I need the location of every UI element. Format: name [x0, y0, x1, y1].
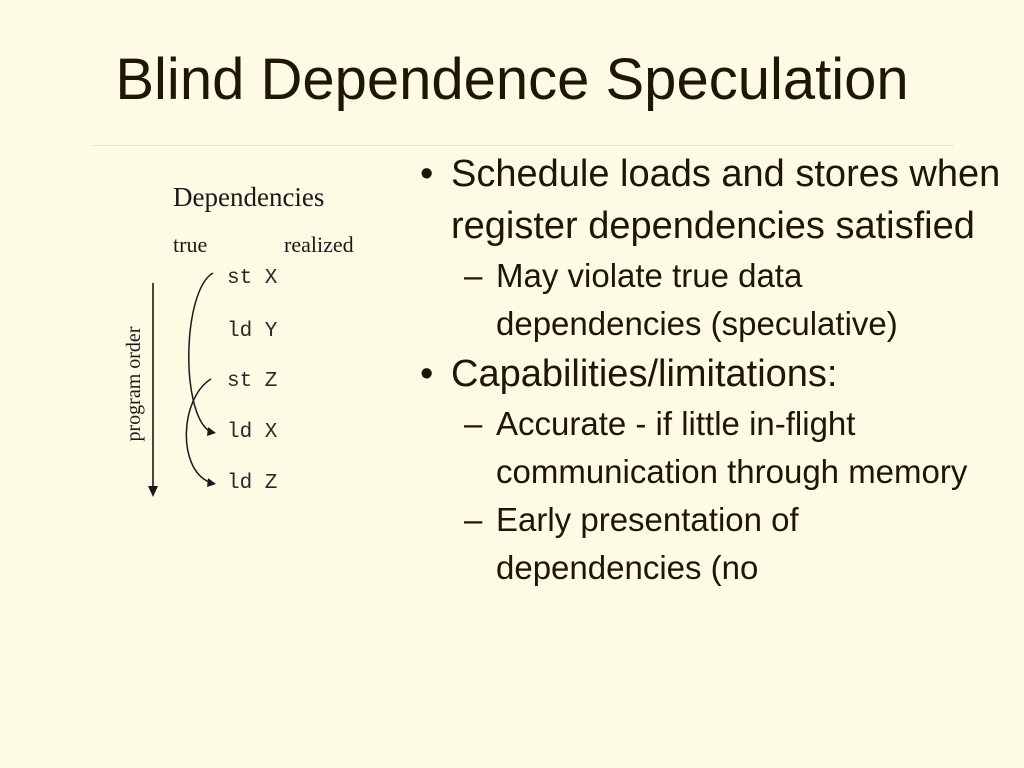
dash-icon: –	[464, 405, 483, 442]
diagram-heading: Dependencies	[173, 182, 325, 212]
bullet-schedule-loads: • Schedule loads and stores when registe…	[406, 148, 1006, 252]
slide-title: Blind Dependence Speculation	[115, 47, 909, 112]
sub-bullet-accurate: – Accurate - if little in-flight communi…	[406, 400, 1006, 496]
realized-dependencies-label: realized	[284, 232, 354, 257]
dash-icon: –	[464, 501, 483, 538]
program-order-label: program order	[123, 326, 145, 442]
sub-bullet-text: May violate true data dependencies (spec…	[496, 257, 898, 342]
instruction-ld-x: ld X	[227, 421, 278, 444]
bullet-text: Schedule loads and stores when register …	[451, 153, 1001, 247]
program-order-arrow-icon	[148, 283, 158, 497]
dash-icon: –	[464, 257, 483, 294]
bullet-dot-icon: •	[420, 153, 434, 195]
sub-bullet-text: Early presentation of dependencies (no	[496, 501, 799, 586]
bullet-list: • Schedule loads and stores when registe…	[406, 148, 1006, 592]
title-divider	[92, 145, 954, 146]
true-dependency-arrow-icon	[188, 272, 216, 436]
sub-bullet-early-presentation: – Early presentation of dependencies (no	[406, 496, 1006, 592]
bullet-capabilities: • Capabilities/limitations:	[406, 348, 1006, 400]
realized-dependency-arrow-icon	[185, 378, 216, 487]
true-dependencies-label: true	[173, 232, 208, 257]
sub-bullet-text: Accurate - if little in-flight communica…	[496, 405, 968, 490]
bullet-dot-icon: •	[420, 353, 434, 395]
sub-bullet-may-violate: – May violate true data dependencies (sp…	[406, 252, 1006, 348]
instruction-ld-z: ld Z	[227, 472, 278, 495]
instruction-st-x: st X	[227, 267, 278, 290]
bullet-text: Capabilities/limitations:	[451, 353, 838, 395]
instruction-st-z: st Z	[227, 370, 278, 393]
instruction-ld-y: ld Y	[227, 320, 278, 343]
